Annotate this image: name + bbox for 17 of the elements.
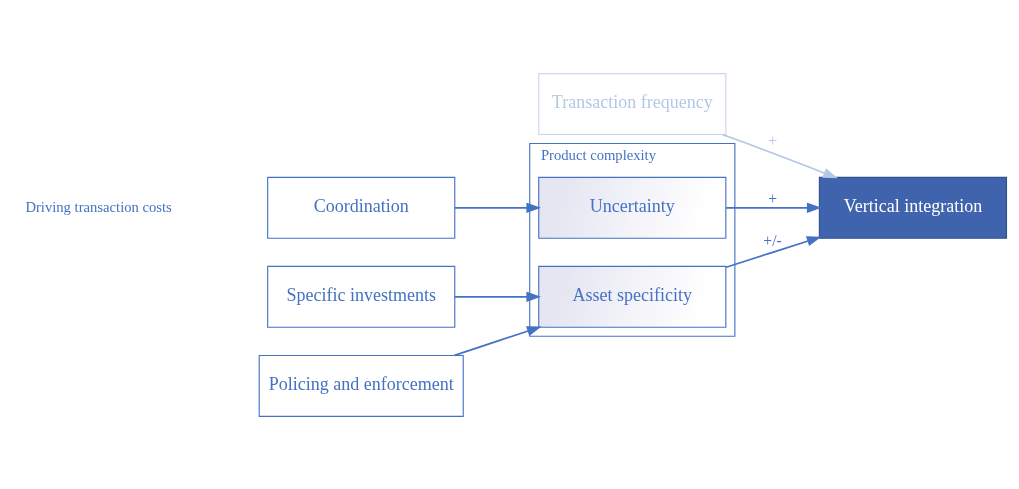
label: Driving transaction costs xyxy=(24,198,172,215)
edge-label: + xyxy=(767,189,777,207)
arrow xyxy=(453,291,541,302)
node-box: Asset specificity xyxy=(537,265,726,328)
node-box: Uncertainty xyxy=(537,176,726,239)
arrow xyxy=(453,202,541,213)
node-box: Transaction frequency xyxy=(537,72,726,135)
node-box: Vertical integration xyxy=(818,176,1007,239)
edge-label: + xyxy=(767,131,777,149)
node-box: Specific investments xyxy=(266,265,455,328)
edge-label: +/- xyxy=(762,231,782,249)
node-box: Policing and enforcement xyxy=(258,354,464,417)
arrow xyxy=(724,235,821,268)
arrow xyxy=(724,202,822,213)
arrow xyxy=(721,133,838,178)
arrow xyxy=(453,325,542,356)
node-box: Coordination xyxy=(266,176,455,239)
